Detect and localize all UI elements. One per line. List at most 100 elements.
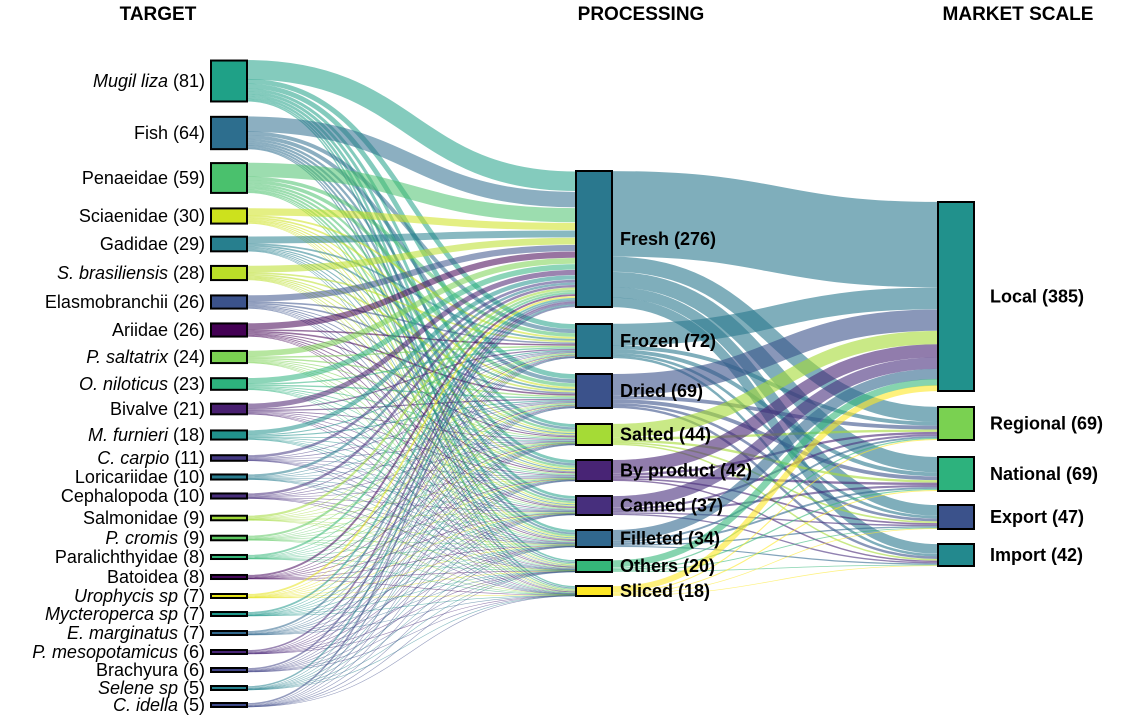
target-count: (26)	[168, 320, 205, 340]
target-name: Bivalve	[110, 399, 168, 419]
flow-c-idella-to-by-product-42	[246, 480, 577, 707]
target-node-elasmobranchii	[210, 294, 248, 310]
flow-gadidae-to-fresh-276	[246, 230, 577, 244]
target-node-m-furnieri	[210, 429, 248, 441]
flow-brachyura-to-fresh-276	[246, 302, 577, 670]
flow-penaeidae-to-fresh-276	[246, 162, 577, 223]
flow-selene-sp-to-by-product-42	[246, 480, 577, 690]
flow-p-cromis-to-salted-44	[246, 442, 577, 540]
target-name: Mycteroperca sp	[45, 604, 178, 624]
flow-ariidae-to-canned-37	[246, 334, 577, 509]
target-node-e-marginatus	[210, 630, 248, 636]
flow-batoidea-to-canned-37	[246, 513, 577, 579]
flow-p-mesopotamicus-to-fresh-276	[246, 301, 577, 652]
flow-e-marginatus-to-canned-37	[246, 513, 577, 635]
flow-p-saltatrix-to-frozen-72	[246, 345, 577, 358]
flow-others-20-to-local-385	[611, 378, 939, 568]
processing-node-frozen-72	[575, 323, 613, 359]
flow-mycteroperca-sp-to-fresh-276	[246, 297, 577, 614]
target-label-salmonidae: Salmonidae (9)	[83, 508, 205, 528]
processing-node-canned-37	[575, 495, 613, 516]
target-count: (8)	[178, 567, 205, 587]
target-label-cephalopoda: Cephalopoda (10)	[61, 486, 205, 506]
target-label-bivalve: Bivalve (21)	[110, 399, 205, 419]
flow-sliced-18-to-local-385	[611, 385, 939, 593]
flow-salted-44-to-local-385	[611, 330, 939, 438]
market-node-regional-69	[937, 406, 975, 441]
flow-c-idella-to-canned-37	[246, 514, 577, 707]
flow-p-saltatrix-to-salted-44	[246, 359, 577, 439]
target-name: Loricariidae	[75, 467, 168, 487]
processing-label-sliced-18: Sliced (18)	[620, 581, 710, 601]
processing-label-fresh-276: Fresh (276)	[620, 229, 716, 249]
target-name: Fish	[134, 123, 168, 143]
flow-o-niloticus-to-frozen-72	[246, 347, 577, 385]
flow-others-20-to-import-42	[611, 564, 939, 572]
target-node-p-cromis	[210, 534, 248, 542]
target-name: Brachyura	[96, 660, 179, 680]
flow-p-saltatrix-to-dried-69	[246, 357, 577, 398]
flow-p-saltatrix-to-fresh-276	[246, 258, 577, 357]
flow-ariidae-to-salted-44	[246, 332, 577, 438]
flow-sciaenidae-to-fresh-276	[246, 208, 577, 231]
flow-p-cromis-to-by-product-42	[246, 478, 577, 540]
target-count: (7)	[178, 586, 205, 606]
target-label-gadidae: Gadidae (29)	[100, 234, 205, 254]
target-label-elasmobranchii: Elasmobranchii (26)	[45, 292, 205, 312]
target-node-fish	[210, 115, 248, 151]
target-name: O. niloticus	[79, 374, 168, 394]
flow-selene-sp-to-fresh-276	[246, 304, 577, 688]
flow-by-product-42-to-export-47	[611, 477, 939, 525]
target-name: Paralichthyidae	[55, 547, 178, 567]
target-name: Penaeidae	[82, 168, 168, 188]
flow-filleted-34-to-export-47	[611, 526, 939, 546]
flow-p-cromis-to-dried-69	[246, 403, 577, 539]
flow-cephalopoda-to-salted-44	[246, 441, 577, 498]
flow-filleted-34-to-local-385	[611, 368, 939, 541]
flow-batoidea-to-dried-69	[246, 404, 577, 578]
target-node-bivalve	[210, 402, 248, 416]
flow-canned-37-to-import-42	[611, 513, 939, 564]
target-node-c-carpio	[210, 454, 248, 462]
nodes	[210, 59, 975, 708]
target-count: (6)	[178, 642, 205, 662]
flow-urophycis-sp-to-fresh-276	[246, 296, 577, 596]
target-label-mycteroperca-sp: Mycteroperca sp (7)	[45, 604, 205, 624]
flow-p-cromis-to-fresh-276	[246, 289, 577, 538]
flow-e-marginatus-to-dried-69	[246, 406, 577, 634]
flow-m-furnieri-to-frozen-72	[246, 350, 577, 436]
market-node-local-385	[937, 201, 975, 392]
target-label-loricariidae: Loricariidae (10)	[75, 467, 205, 487]
target-node-paralichthyidae	[210, 553, 248, 561]
flow-p-mesopotamicus-to-sliced-18	[246, 595, 577, 655]
flow-paralichthyidae-to-dried-69	[246, 404, 577, 558]
target-name: P. mesopotamicus	[32, 642, 178, 662]
flow-sliced-18-to-export-47	[611, 528, 939, 596]
flow-by-product-42-to-import-42	[611, 479, 939, 563]
target-count: (7)	[178, 623, 205, 643]
flow-brachyura-to-salted-44	[246, 444, 577, 672]
target-count: (59)	[168, 168, 205, 188]
flow-elasmobranchii-to-canned-37	[246, 306, 577, 508]
flow-dried-69-to-local-385	[611, 309, 939, 396]
flow-salmonidae-to-fresh-276	[246, 287, 577, 518]
flow-batoidea-to-fresh-276	[246, 294, 577, 577]
processing-label-filleted-34: Filleted (34)	[620, 529, 720, 549]
target-count: (26)	[168, 292, 205, 312]
flow-urophycis-sp-to-filleted-34	[246, 545, 577, 598]
target-label-selene-sp: Selene sp (5)	[98, 678, 205, 698]
flow-selene-sp-to-frozen-72	[246, 357, 577, 689]
flow-mycteroperca-sp-to-dried-69	[246, 405, 577, 615]
target-count: (8)	[178, 547, 205, 567]
flow-c-idella-to-dried-69	[246, 407, 577, 706]
target-node-salmonidae	[210, 514, 248, 522]
target-label-fish: Fish (64)	[134, 123, 205, 143]
processing-label-frozen-72: Frozen (72)	[620, 331, 716, 351]
market-node-export-47	[937, 504, 975, 530]
labels: Mugil liza (81)Fish (64)Penaeidae (59)Sc…	[32, 71, 1103, 715]
target-label-sciaenidae: Sciaenidae (30)	[79, 206, 205, 226]
flow-canned-37-to-national-69	[611, 484, 939, 513]
target-label-p-saltatrix: P. saltatrix (24)	[86, 347, 205, 367]
target-node-sciaenidae	[210, 207, 248, 225]
flow-mugil-liza-to-canned-37	[246, 94, 577, 499]
